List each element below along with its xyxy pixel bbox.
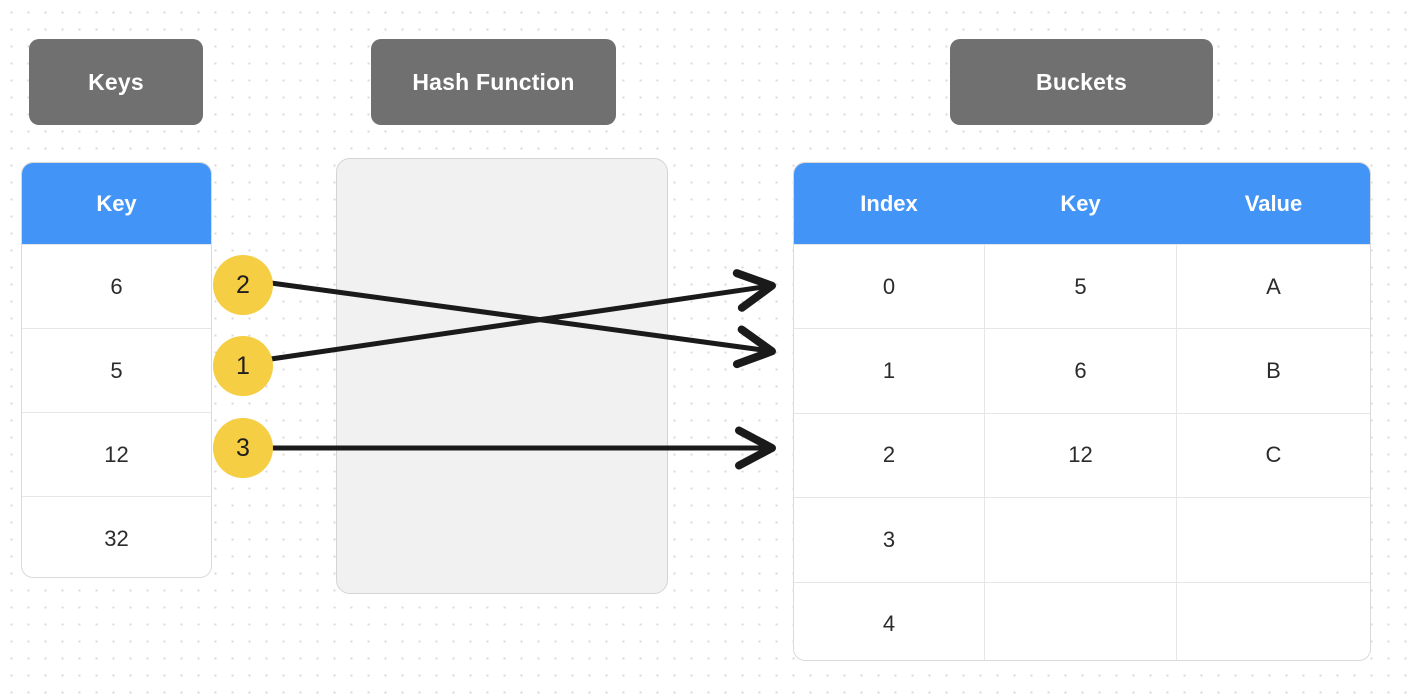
buckets-cell-key <box>985 582 1177 660</box>
hash-bubble-1: 1 <box>213 336 273 396</box>
section-header-hash-function-label: Hash Function <box>412 68 575 95</box>
buckets-cell-key <box>985 498 1177 582</box>
buckets-cell-value <box>1177 583 1370 660</box>
buckets-cell-key: 12 <box>985 413 1177 498</box>
keys-table-row: 12 <box>22 412 211 496</box>
section-header-hash-function: Hash Function <box>371 39 616 125</box>
hash-bubble-label: 3 <box>236 433 250 462</box>
buckets-table-column-index: Index <box>794 163 985 244</box>
section-header-keys-label: Keys <box>88 68 144 95</box>
keys-table-column-key: Key <box>96 190 137 216</box>
buckets-cell-index: 3 <box>794 498 985 582</box>
buckets-cell-value: A <box>1266 273 1281 299</box>
buckets-table-column-key: Key <box>985 163 1177 244</box>
buckets-table-row: 0 5 A <box>794 244 1370 329</box>
buckets-table-row: 1 6 B <box>794 328 1370 413</box>
buckets-cell-index: 2 <box>794 413 985 498</box>
keys-table-row: 32 <box>22 496 211 577</box>
keys-table-cell-key: 12 <box>104 441 129 467</box>
keys-table-header-row: Key <box>22 163 211 244</box>
hash-bubble-label: 1 <box>236 351 250 380</box>
hash-bubble-2: 2 <box>213 255 273 315</box>
buckets-cell-value: C <box>1265 442 1282 468</box>
hash-bubble-label: 2 <box>236 270 250 299</box>
buckets-cell-key: 6 <box>985 329 1177 413</box>
buckets-cell-value: B <box>1266 358 1281 384</box>
section-header-buckets: Buckets <box>950 39 1213 125</box>
section-header-keys: Keys <box>29 39 203 125</box>
buckets-table-header-row: Index Key Value <box>794 163 1370 244</box>
keys-table-cell-key: 32 <box>104 525 129 551</box>
buckets-cell-key: 5 <box>985 245 1177 329</box>
keys-table-row: 5 <box>22 328 211 412</box>
buckets-cell-index: 4 <box>794 582 985 660</box>
buckets-table-column-value: Value <box>1244 190 1303 216</box>
buckets-table: Index Key Value 0 5 A 1 6 B 2 12 C 3 4 <box>793 162 1371 661</box>
keys-table: Key 6 5 12 32 <box>21 162 212 578</box>
buckets-table-row: 3 <box>794 497 1370 582</box>
buckets-table-row: 2 12 C <box>794 412 1370 498</box>
keys-table-cell-key: 5 <box>110 357 123 383</box>
hash-bubble-3: 3 <box>213 418 273 478</box>
hash-function-box <box>336 158 668 594</box>
section-header-buckets-label: Buckets <box>1036 68 1127 95</box>
keys-table-cell-key: 6 <box>110 273 123 299</box>
keys-table-row: 6 <box>22 244 211 328</box>
buckets-cell-index: 0 <box>794 245 985 329</box>
buckets-cell-index: 1 <box>794 329 985 413</box>
buckets-cell-value <box>1177 498 1370 581</box>
buckets-table-row: 4 <box>794 581 1370 660</box>
